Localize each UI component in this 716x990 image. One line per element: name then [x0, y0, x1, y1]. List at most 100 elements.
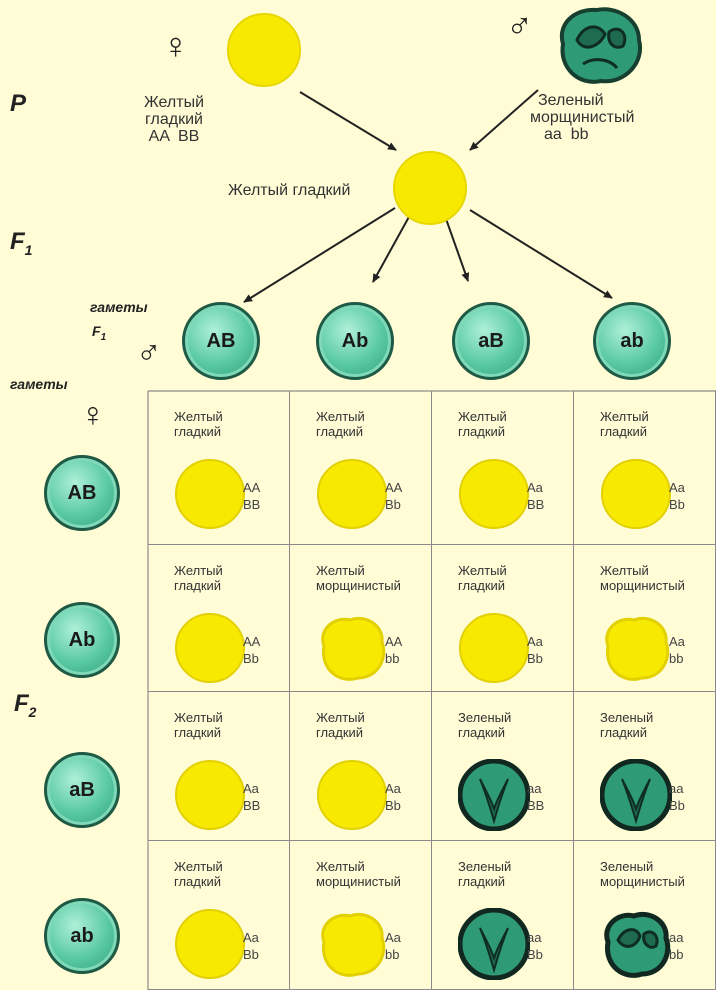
cell-genotype-line: AA	[243, 479, 260, 496]
yellow-smooth-pea	[174, 612, 246, 684]
cell-genotype-line: Aa	[243, 929, 259, 946]
green-smooth-pea	[600, 759, 672, 831]
cell-phenotype-line: Желтый	[316, 563, 401, 578]
male-phenotype-line2: морщинистый	[530, 109, 680, 126]
female-phenotype-line1: Желтый	[118, 94, 230, 111]
arrow-f1-to-ab-lower	[470, 210, 612, 298]
cell-genotype-line: BB	[527, 797, 544, 814]
cell-genotype-line: Bb	[527, 650, 543, 667]
cell-genotype: AABb	[385, 479, 402, 513]
male-symbol: ♂	[506, 8, 533, 44]
cell-genotype-line: bb	[385, 650, 402, 667]
gamete-female-AB: AB	[44, 455, 120, 531]
cell-phenotype-line: гладкий	[174, 874, 223, 889]
female-symbol: ♀	[162, 28, 189, 64]
cell-genotype: aaBb	[669, 780, 685, 814]
cell-genotype-line: aa	[669, 780, 685, 797]
cell-genotype-line: aa	[527, 780, 544, 797]
gamete-f1-AB: AB	[182, 302, 260, 380]
cell-phenotype-line: гладкий	[458, 578, 507, 593]
gamete-female-aB: aB	[44, 752, 120, 828]
cell-phenotype-line: Зеленый	[600, 859, 685, 874]
cell-genotype-line: AA	[385, 633, 402, 650]
grid-cell: ЖелтыйгладкийAaBb	[290, 692, 432, 841]
yellow-wrinkled-pea	[316, 908, 388, 980]
gamete-f1-ab: ab	[593, 302, 671, 380]
cell-phenotype-line: гладкий	[174, 578, 223, 593]
cell-genotype-line: Bb	[669, 797, 685, 814]
cell-genotype-line: BB	[527, 496, 544, 513]
cell-phenotype-line: Желтый	[316, 409, 365, 424]
yellow-smooth-pea	[458, 458, 530, 530]
cell-phenotype-line: гладкий	[458, 874, 511, 889]
cell-phenotype-line: Желтый	[174, 710, 223, 725]
f1-phenotype-label: Желтый гладкий	[228, 182, 350, 200]
gametes-f1-label-word: гаметы	[90, 299, 148, 315]
gamete-f1-Ab: Ab	[316, 302, 394, 380]
gametes-female-symbol: ♀	[80, 398, 106, 432]
grid-cell: ЖелтыйгладкийAaBb	[574, 391, 716, 545]
cell-phenotype-line: морщинистый	[600, 874, 685, 889]
cell-genotype-line: Aa	[527, 479, 544, 496]
cell-genotype-line: Bb	[385, 496, 402, 513]
cell-phenotype-line: Желтый	[600, 563, 685, 578]
gamete-f1-aB: aB	[452, 302, 530, 380]
cell-phenotype: Желтыйгладкий	[174, 563, 223, 593]
cell-genotype-line: Bb	[669, 496, 685, 513]
cell-genotype-line: aa	[669, 929, 683, 946]
gamete-female-Ab: Ab	[44, 602, 120, 678]
cell-genotype-line: bb	[669, 650, 685, 667]
cell-phenotype-line: гладкий	[600, 424, 649, 439]
cell-phenotype-line: гладкий	[316, 424, 365, 439]
cell-genotype-line: Aa	[385, 929, 401, 946]
cell-phenotype-line: морщинистый	[600, 578, 685, 593]
yellow-smooth-pea	[174, 908, 246, 980]
gamete-female-ab: ab	[44, 898, 120, 974]
gametes-male-symbol: ♂	[136, 336, 162, 370]
cell-genotype-line: bb	[385, 946, 401, 963]
grid-cell: ЖелтыйгладкийAABb	[148, 545, 290, 692]
cell-phenotype-line: Зеленый	[458, 710, 511, 725]
yellow-smooth-pea	[174, 458, 246, 530]
gametes-female-label: гаметы	[10, 376, 68, 392]
cell-phenotype: Желтыйгладкий	[316, 409, 365, 439]
cell-genotype-line: AA	[243, 633, 260, 650]
cell-phenotype-line: гладкий	[600, 725, 653, 740]
yellow-wrinkled-pea	[316, 612, 388, 684]
cell-phenotype-line: Желтый	[316, 710, 365, 725]
green-smooth-pea	[458, 759, 530, 831]
cell-genotype-line: Aa	[669, 479, 685, 496]
cell-phenotype-line: Зеленый	[458, 859, 511, 874]
male-phenotype-line1: Зеленый	[530, 92, 680, 109]
cell-genotype-line: Aa	[669, 633, 685, 650]
f1-pea	[392, 150, 468, 226]
cell-genotype-line: Bb	[243, 946, 259, 963]
cell-phenotype-line: гладкий	[316, 725, 365, 740]
cell-phenotype-line: морщинистый	[316, 874, 401, 889]
yellow-wrinkled-pea	[600, 612, 672, 684]
arrow-f1-to-ab	[244, 208, 395, 302]
yellow-smooth-pea	[174, 759, 246, 831]
